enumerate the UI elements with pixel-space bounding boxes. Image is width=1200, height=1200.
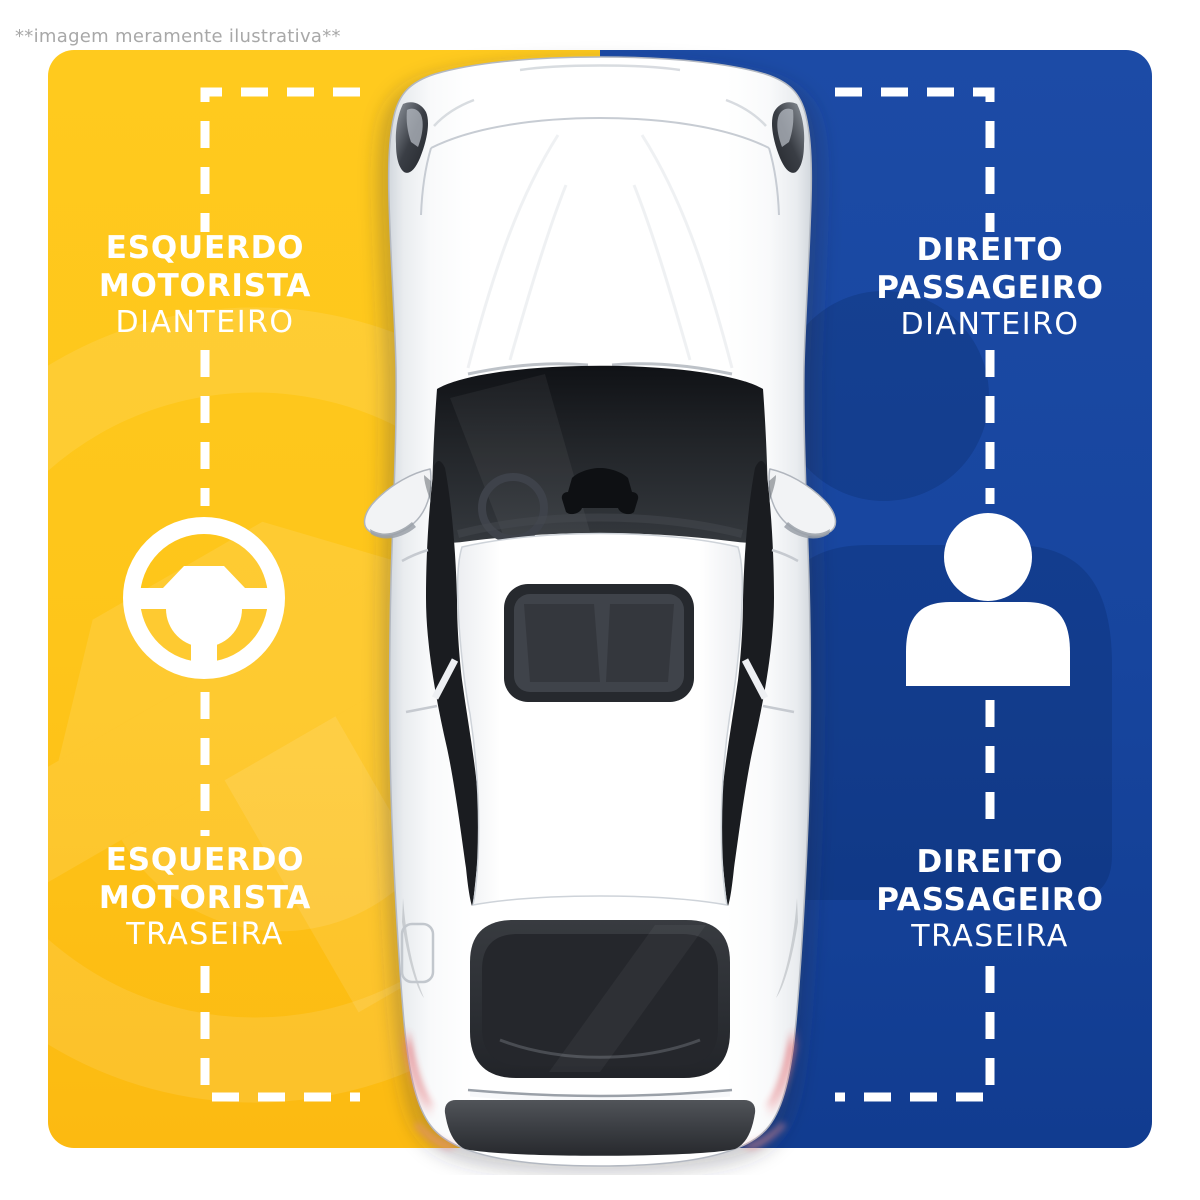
label-rear-left: ESQUERDO MOTORISTA TRASEIRA [25, 841, 385, 953]
label-line: TRASEIRA [911, 919, 1069, 954]
label-line: PASSAGEIRO [876, 270, 1104, 306]
label-front-left: ESQUERDO MOTORISTA DIANTEIRO [25, 229, 385, 341]
label-line: DIANTEIRO [115, 305, 295, 340]
label-line: ESQUERDO [105, 230, 305, 266]
label-line: ESQUERDO [105, 842, 305, 878]
label-rear-right: DIREITO PASSAGEIRO TRASEIRA [810, 843, 1170, 955]
illustrative-caption: **imagem meramente ilustrativa** [15, 26, 341, 47]
label-line: PASSAGEIRO [876, 882, 1104, 918]
passenger-side-panel [600, 50, 1152, 1148]
ghost-steering-wheel-watermark [48, 307, 600, 1103]
ghost-passenger-watermark [768, 291, 1112, 900]
label-line: DIREITO [916, 232, 1064, 268]
label-line: DIREITO [916, 844, 1064, 880]
label-line: MOTORISTA [98, 880, 312, 916]
label-line: MOTORISTA [98, 268, 312, 304]
label-front-right: DIREITO PASSAGEIRO DIANTEIRO [810, 231, 1170, 343]
label-line: DIANTEIRO [900, 307, 1080, 342]
label-line: TRASEIRA [126, 917, 284, 952]
driver-side-panel [48, 50, 600, 1148]
